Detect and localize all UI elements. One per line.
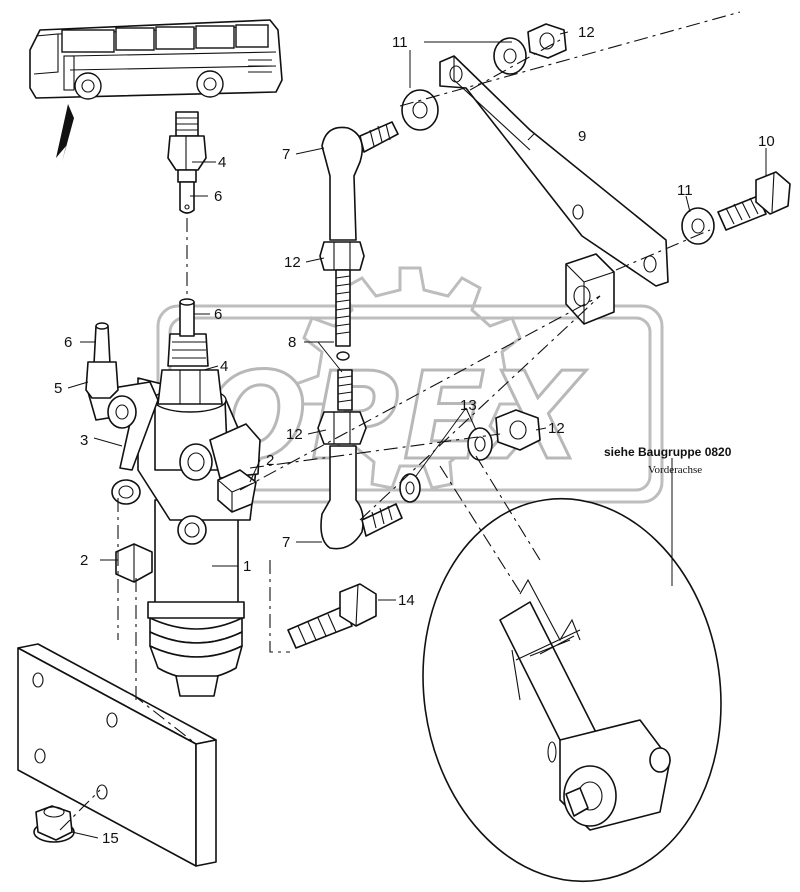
nut-12-middle <box>495 409 541 451</box>
callout-12-middle: 12 <box>548 420 565 437</box>
callout-14: 14 <box>398 592 415 609</box>
hex-nut-2-left <box>115 543 153 583</box>
callout-10: 10 <box>758 133 775 150</box>
mounting-plate <box>17 643 217 867</box>
detail-circle-front-axle <box>422 497 722 883</box>
center-lines <box>59 11 741 831</box>
callout-leaders <box>67 31 767 839</box>
lock-washer-13-b <box>399 473 421 503</box>
callout-7-lower: 7 <box>282 534 290 551</box>
bus-front-wheel <box>74 72 102 100</box>
callout-9: 9 <box>578 128 586 145</box>
note-front-axle: Vorderachse <box>648 464 702 476</box>
callout-2-right: 2 <box>266 452 274 469</box>
direction-arrow <box>56 104 74 162</box>
hex-nut-2-right <box>217 469 257 513</box>
callout-15: 15 <box>102 830 119 847</box>
bolt-14 <box>287 583 377 649</box>
callout-5: 5 <box>54 380 62 397</box>
callout-labels: 1 2 2 3 4 4 5 6 6 6 7 7 8 9 10 11 11 12 … <box>54 24 775 847</box>
callout-6-lower: 6 <box>214 306 222 323</box>
ball-joint-7-lower <box>320 445 403 550</box>
callout-4-upper: 4 <box>218 154 226 171</box>
nut-12-rod-top <box>319 241 365 271</box>
washer-11-top <box>401 89 439 131</box>
callout-6-upper: 6 <box>214 188 222 205</box>
callout-1: 1 <box>243 558 251 575</box>
level-valve-1 <box>87 369 261 697</box>
washer-11-right <box>681 207 715 245</box>
tube-6-upper <box>179 181 195 214</box>
callout-12-rod-bottom: 12 <box>286 426 303 443</box>
bus-rear-wheel <box>196 70 224 98</box>
bolt-10 <box>717 171 791 231</box>
ball-joint-7-upper <box>321 121 399 241</box>
threaded-rod-8 <box>335 269 353 411</box>
callout-12-rod-top: 12 <box>284 254 301 271</box>
callout-2-left: 2 <box>80 552 88 569</box>
fitting-4-lower <box>167 298 209 367</box>
bus-illustration <box>29 19 283 100</box>
callout-7-upper: 7 <box>282 146 290 163</box>
callout-11-top: 11 <box>392 34 408 51</box>
callout-13: 13 <box>460 397 477 414</box>
note-see-group: siehe Baugruppe 0820 <box>604 445 732 459</box>
callout-11-right: 11 <box>677 182 693 199</box>
flange-nut-15 <box>33 805 75 843</box>
watermark-gear <box>294 266 530 490</box>
nut-12-rod-bottom <box>317 411 367 445</box>
fitting-5-and-tube-6 <box>85 322 119 399</box>
callout-4-lower: 4 <box>220 358 228 375</box>
fitting-4-upper <box>167 111 207 183</box>
callout-12-top: 12 <box>578 24 595 41</box>
callout-8: 8 <box>288 334 296 351</box>
nut-12-top <box>527 23 567 59</box>
washer-11-top-right <box>493 37 527 75</box>
callout-3: 3 <box>80 432 88 449</box>
callout-6-left: 6 <box>64 334 72 351</box>
lock-washer-13-a <box>467 427 493 461</box>
bracket-9 <box>439 55 669 325</box>
